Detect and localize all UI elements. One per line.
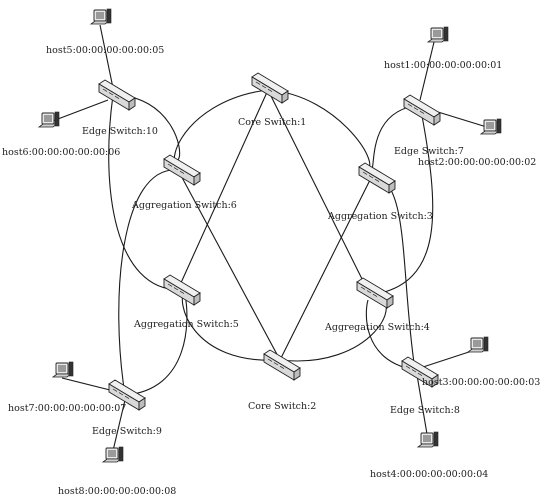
edge-switch-8-label: Edge Switch:8 <box>390 405 460 416</box>
edge-switch-10-icon[interactable] <box>98 79 136 111</box>
edge-switch-9-label: Edge Switch:9 <box>92 426 162 437</box>
host-5-label: host5:00:00:00:00:00:05 <box>46 45 165 56</box>
host-6-icon[interactable] <box>38 111 60 128</box>
host-7-icon[interactable] <box>52 361 74 378</box>
host-8-icon[interactable] <box>102 446 124 463</box>
links <box>49 24 491 456</box>
host-4-label: host4:00:00:00:00:00:04 <box>370 469 489 480</box>
host-4-icon[interactable] <box>417 431 439 448</box>
host-3-icon[interactable] <box>467 336 489 353</box>
core-switch-1-label: Core Switch:1 <box>238 117 307 128</box>
host-3-label: host3:00:00:00:00:00:03 <box>422 377 541 388</box>
core-switch-2-icon[interactable] <box>263 349 301 381</box>
host-2-icon[interactable] <box>480 118 502 135</box>
aggregation-switch-6-icon[interactable] <box>163 154 201 186</box>
edge-switch-10-label: Edge Switch:10 <box>82 126 158 137</box>
edge-switch-7-icon[interactable] <box>403 94 441 126</box>
aggregation-switch-6-label: Aggregation Switch:6 <box>132 200 237 211</box>
aggregation-switch-5-label: Aggregation Switch:5 <box>134 319 239 330</box>
aggregation-switch-4-icon[interactable] <box>356 277 394 309</box>
aggregation-switch-3-icon[interactable] <box>358 162 396 194</box>
edge-switch-7-label: Edge Switch:7 <box>394 146 464 157</box>
host-7-label: host7:00:00:00:00:00:07 <box>8 403 127 414</box>
host-5-icon[interactable] <box>90 8 112 25</box>
host-2-label: host2:00:00:00:00:00:02 <box>418 157 537 168</box>
host-1-label: host1:00:00:00:00:00:01 <box>384 60 503 71</box>
host-6-label: host6:00:00:00:00:00:06 <box>2 147 121 158</box>
aggregation-switch-3-label: Aggregation Switch:3 <box>328 211 433 222</box>
core-switch-2-label: Core Switch:2 <box>248 401 317 412</box>
hosts <box>38 8 502 463</box>
host-8-label: host8:00:00:00:00:00:08 <box>58 486 177 497</box>
host-1-icon[interactable] <box>427 26 449 43</box>
aggregation-switch-4-label: Aggregation Switch:4 <box>325 322 430 333</box>
core-switch-1-icon[interactable] <box>251 72 289 104</box>
